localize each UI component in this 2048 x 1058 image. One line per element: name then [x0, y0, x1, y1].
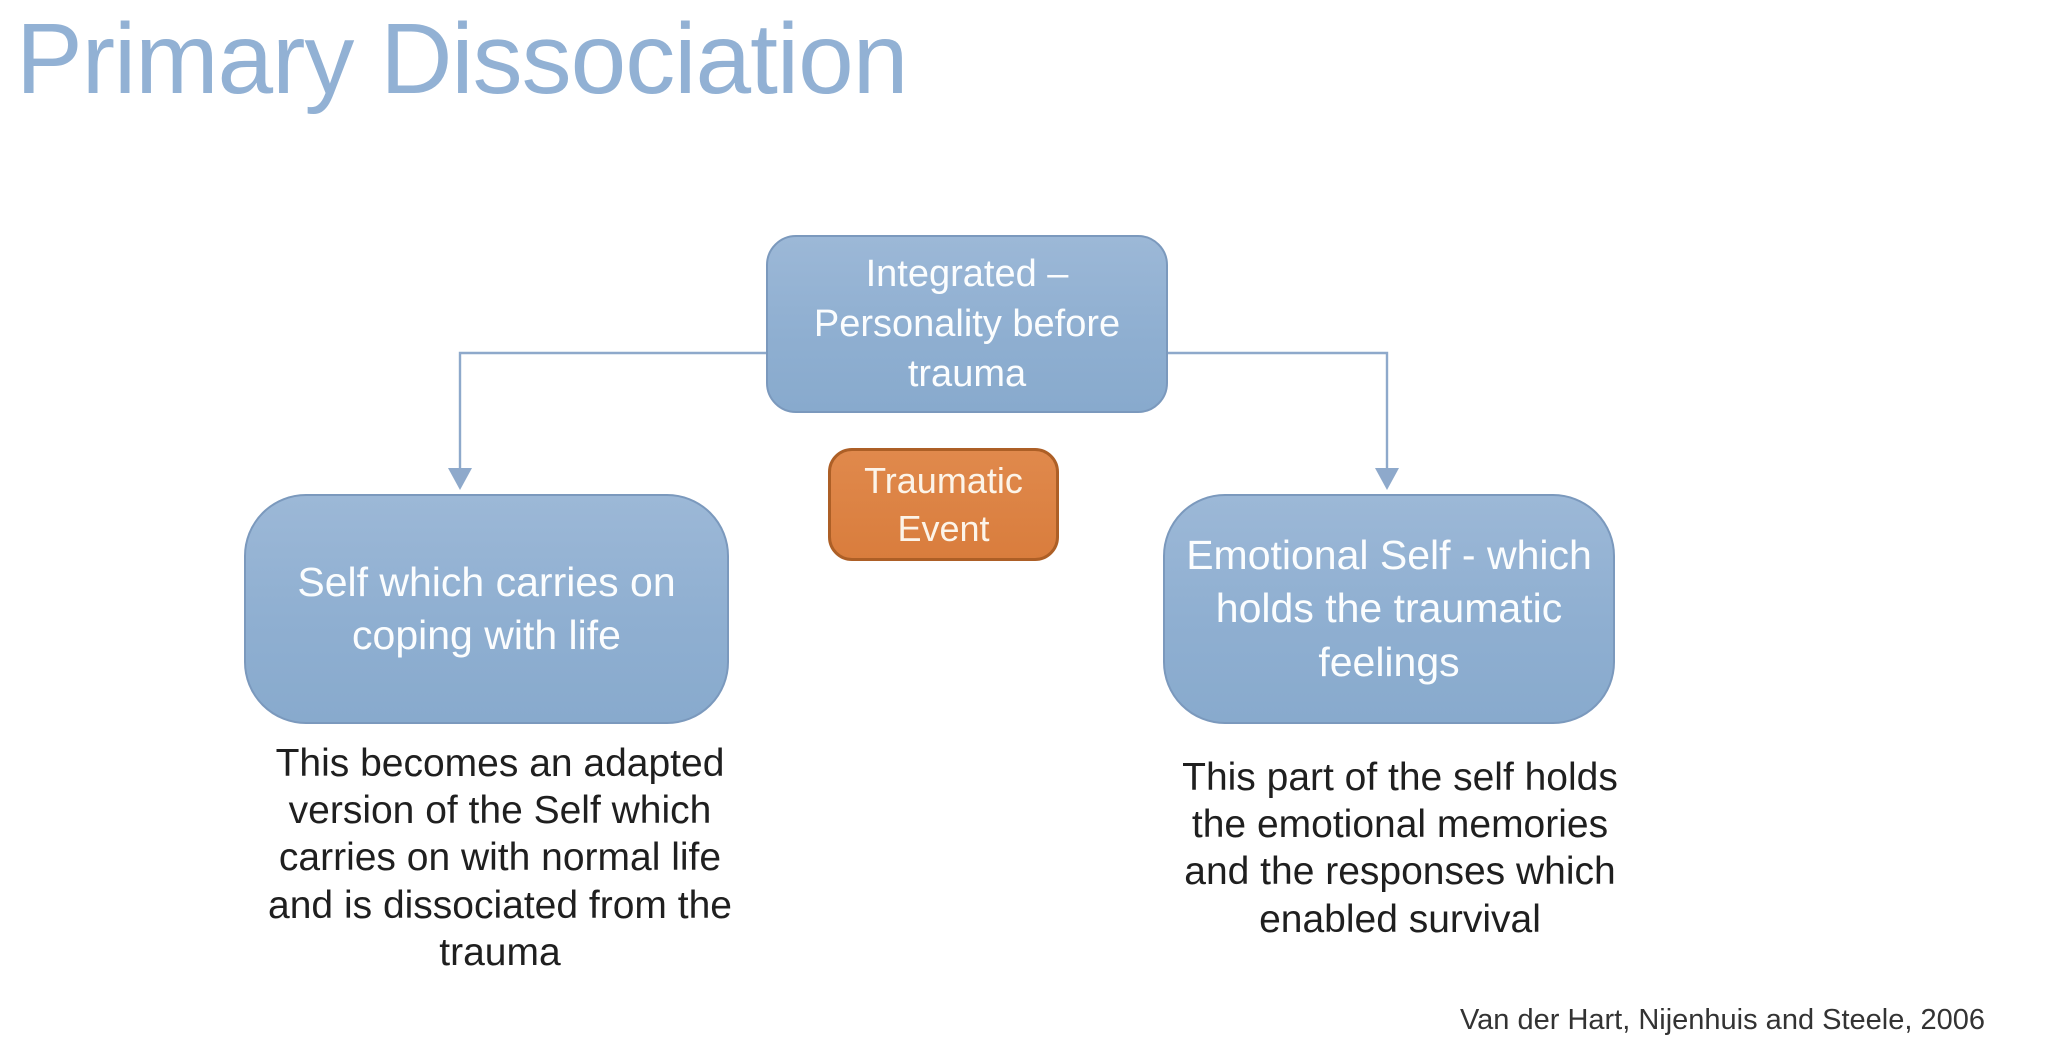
connector-right-line — [1168, 351, 1389, 470]
coping-self-box: Self which carries on coping with life — [244, 494, 729, 724]
slide-title: Primary Dissociation — [16, 3, 908, 115]
emotional-self-box: Emotional Self - which holds the traumat… — [1163, 494, 1615, 724]
connector-left-line — [458, 351, 766, 470]
emotional-self-note: This part of the self holds the emotiona… — [1182, 756, 1618, 941]
connector-left-arrowhead-icon — [448, 468, 472, 490]
integrated-personality-box: Integrated – Personality before trauma — [766, 235, 1168, 413]
coping-self-note: This becomes an adapted version of the S… — [268, 742, 732, 974]
citation: Van der Hart, Nijenhuis and Steele, 2006 — [1459, 1004, 1985, 1036]
traumatic-event-box: Traumatic Event — [828, 448, 1059, 561]
connector-right-arrowhead-icon — [1375, 468, 1399, 490]
